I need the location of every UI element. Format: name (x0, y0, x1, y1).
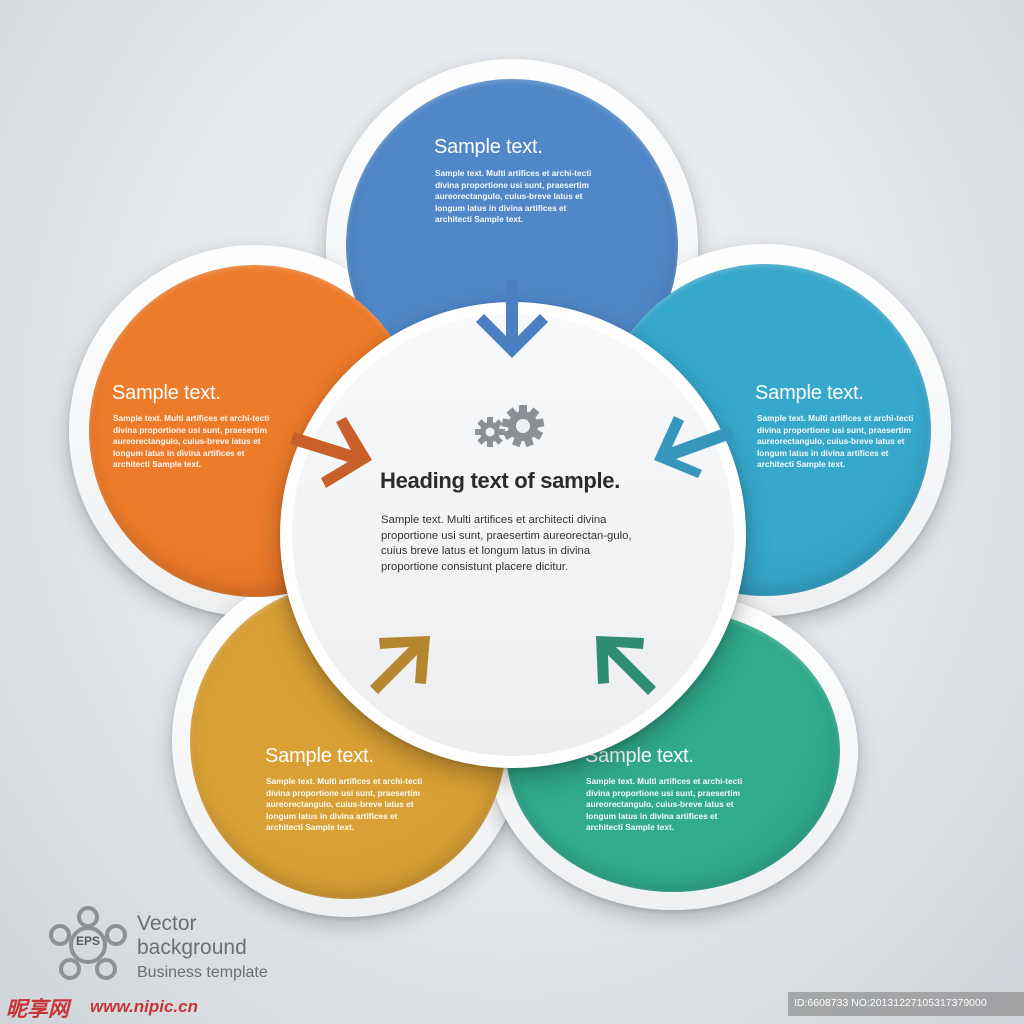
arrow-left-icon (290, 417, 372, 488)
center-body: Sample text. Multi artifices et architec… (381, 514, 632, 573)
petal-bottom-left-body: Sample text. Multi artifices et archi-te… (266, 776, 423, 832)
petal-bottom-left-title: Sample text. (265, 745, 374, 767)
footer-line-1: Vector (137, 912, 197, 935)
eps-badge: EPS (76, 934, 101, 948)
arrow-bottom-left-icon (370, 636, 430, 694)
film-reel-icon (49, 906, 127, 980)
watermark-brand: 昵享网 (6, 998, 69, 1021)
petal-left-title: Sample text. (112, 382, 221, 404)
petal-bottom-right-title: Sample text. (585, 745, 694, 767)
center-disc (292, 314, 734, 756)
watermark-id-bar (788, 992, 1024, 1016)
watermark-url: www.nipic.cn (90, 997, 198, 1016)
center-heading: Heading text of sample. (380, 468, 621, 493)
footer-line-2: background (137, 936, 247, 959)
petal-top-title: Sample text. (434, 136, 543, 158)
petal-right-title: Sample text. (755, 382, 864, 404)
arrow-top-icon (476, 280, 548, 358)
arrow-bottom-right-icon (596, 636, 656, 695)
footer-line-3: Business template (137, 964, 268, 981)
petal-bottom-right-body: Sample text. Multi artifices et archi-te… (586, 776, 743, 832)
petal-right-body: Sample text. Multi artifices et archi-te… (757, 413, 914, 469)
arrow-right-icon (654, 416, 734, 478)
gears-icon (475, 405, 545, 448)
watermark-id: ID:6608733 NO:20131227105317379000 (794, 997, 987, 1009)
petal-top-body: Sample text. Multi artifices et archi-te… (435, 168, 592, 224)
petal-left-body: Sample text. Multi artifices et archi-te… (113, 413, 270, 469)
